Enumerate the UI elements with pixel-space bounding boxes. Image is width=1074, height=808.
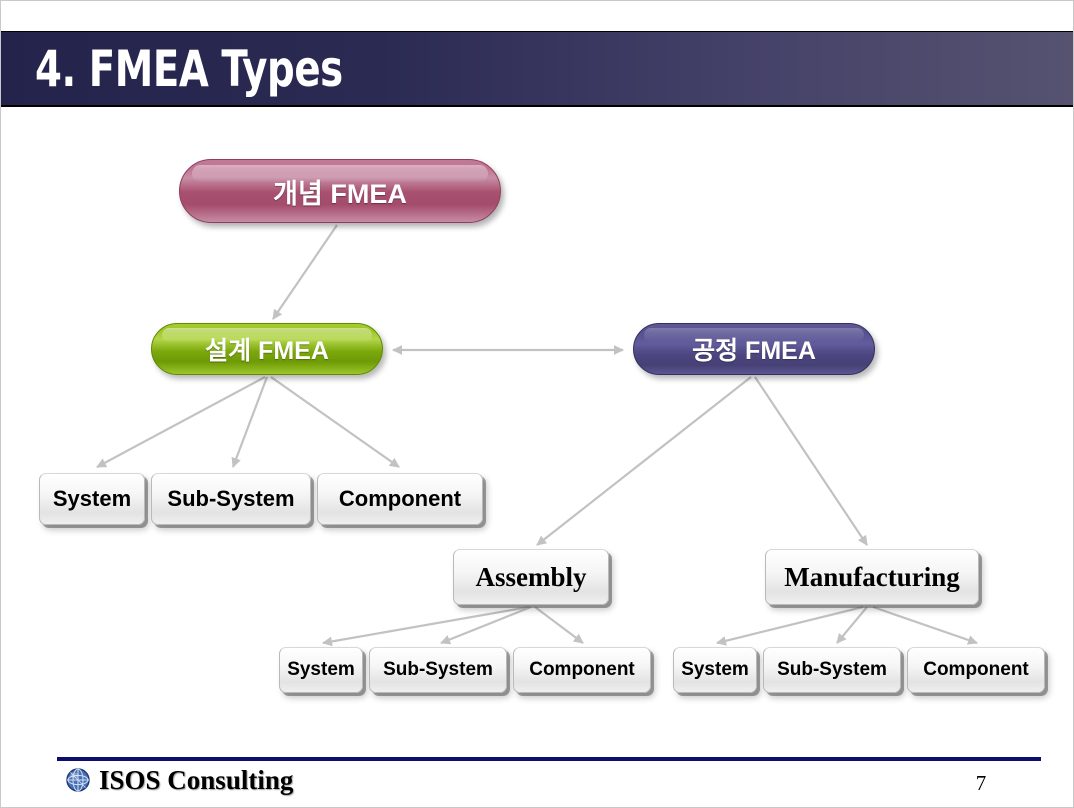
wire-design-system bbox=[96, 376, 266, 468]
footer-divider bbox=[57, 757, 1041, 761]
wire-assembly-system bbox=[322, 605, 530, 647]
wire-assembly-component bbox=[534, 606, 584, 644]
wire-assembly-subsystem bbox=[440, 605, 532, 645]
page-title: 4. FMEA Types bbox=[35, 40, 343, 98]
connector-lines bbox=[96, 224, 978, 647]
design-child-sub-system[interactable]: Sub-System bbox=[151, 473, 311, 525]
page-number: 7 bbox=[975, 771, 987, 795]
design-child-component[interactable]: Component bbox=[317, 473, 483, 525]
node-process-fmea[interactable]: 공정 FMEA bbox=[633, 323, 875, 375]
globe-icon bbox=[66, 768, 90, 792]
assembly-child-system[interactable]: System bbox=[279, 647, 363, 693]
design-child-system[interactable]: System bbox=[39, 473, 145, 525]
assembly-child-sub-system[interactable]: Sub-System bbox=[369, 647, 507, 693]
wire-design-subsystem bbox=[231, 376, 269, 468]
slide-title-band: 4. FMEA Types bbox=[1, 31, 1073, 107]
manufacturing-child-sub-system[interactable]: Sub-System bbox=[763, 647, 901, 693]
wire-manufacturing-subsystem bbox=[836, 606, 868, 644]
wire-manufacturing-system bbox=[716, 605, 864, 646]
wire-manufacturing-component bbox=[872, 605, 978, 645]
slide-footer: ISOS Consulting 7 bbox=[1, 747, 1073, 807]
node-concept-fmea[interactable]: 개념 FMEA bbox=[179, 159, 501, 223]
wire-design-component bbox=[270, 376, 400, 468]
wire-concept-design bbox=[272, 224, 338, 320]
node-assembly[interactable]: Assembly bbox=[453, 549, 609, 605]
node-manufacturing[interactable]: Manufacturing bbox=[765, 549, 979, 605]
manufacturing-child-component[interactable]: Component bbox=[907, 647, 1045, 693]
fmea-types-diagram: 개념 FMEA 설계 FMEA 공정 FMEA System Sub-Syste… bbox=[1, 107, 1073, 747]
wire-process-manufacturing bbox=[754, 376, 868, 546]
wire-process-assembly bbox=[536, 376, 752, 546]
manufacturing-child-system[interactable]: System bbox=[673, 647, 757, 693]
brand-name: ISOS Consulting bbox=[99, 765, 294, 795]
brand-logo: ISOS Consulting bbox=[65, 765, 293, 795]
node-design-fmea[interactable]: 설계 FMEA bbox=[151, 323, 383, 375]
assembly-child-component[interactable]: Component bbox=[513, 647, 651, 693]
